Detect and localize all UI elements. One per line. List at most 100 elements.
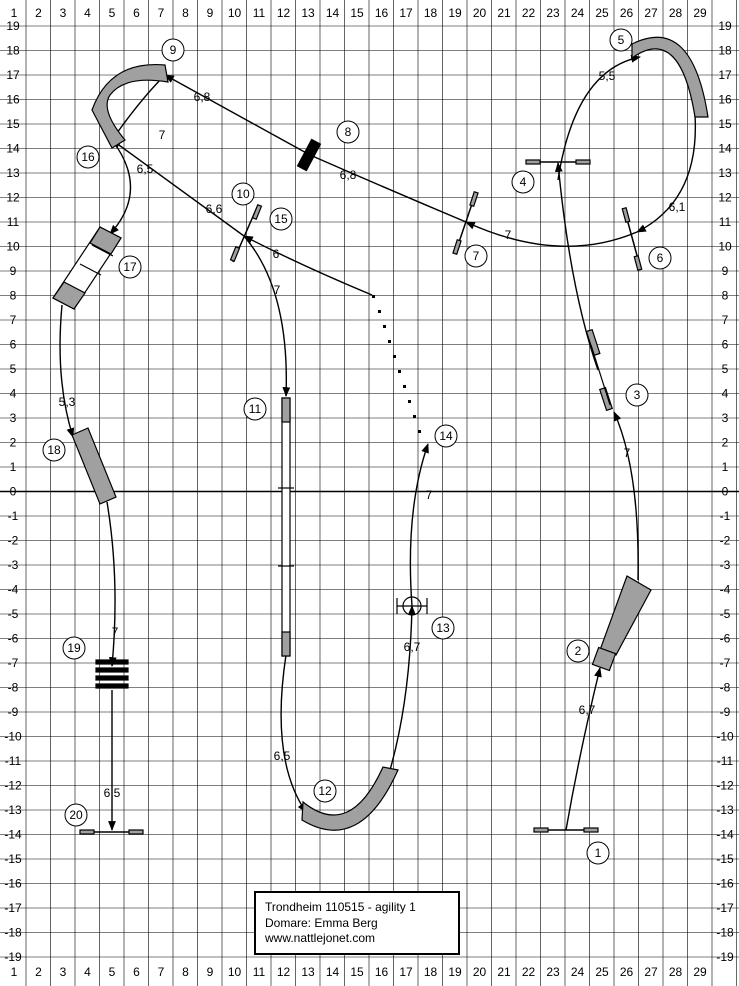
path-16-10 <box>111 139 245 237</box>
obstacle-number-16: 16 <box>76 145 100 169</box>
x-axis-label-bottom: 3 <box>60 965 67 979</box>
path-3-4 <box>554 162 599 371</box>
y-axis-label-left: -10 <box>4 730 22 744</box>
obstacle-number-15: 15 <box>269 207 293 231</box>
x-axis-label-top: 7 <box>158 6 165 20</box>
x-axis-label-top: 8 <box>182 6 189 20</box>
obstacle-number-14: 14 <box>434 424 458 448</box>
path-11-12 <box>280 654 307 813</box>
y-axis-label-left: 11 <box>7 215 20 229</box>
grid-labels: 1122334455667788991010111112121313141415… <box>4 6 734 979</box>
x-axis-label-top: 18 <box>424 6 438 20</box>
svg-text:11: 11 <box>249 402 262 416</box>
svg-text:14: 14 <box>439 429 453 443</box>
svg-text:17: 17 <box>123 260 137 274</box>
distance-labels: 6,7 7 5,5 6,1 7 6,8 6,8 6,6 7 6,5 6,5 6,… <box>59 69 686 800</box>
y-axis-label-right: -5 <box>720 607 731 621</box>
y-axis-label-right: 1 <box>722 460 729 474</box>
y-axis-label-left: 15 <box>6 117 20 131</box>
y-axis-label-right: -18 <box>716 926 734 940</box>
y-axis-label-right: 19 <box>718 19 732 33</box>
obstacle-number-17: 17 <box>118 255 142 279</box>
x-axis-label-bottom: 27 <box>644 965 658 979</box>
distance-label: 6,8 <box>194 90 211 104</box>
y-axis-label-left: 13 <box>6 166 20 180</box>
y-axis-label-left: -12 <box>4 779 22 793</box>
y-axis-label-left: 16 <box>6 93 20 107</box>
x-axis-label-top: 24 <box>571 6 585 20</box>
svg-text:9: 9 <box>170 43 177 57</box>
tunnel-9-16 <box>91 63 169 149</box>
obstacle-number-8: 8 <box>336 120 360 144</box>
path-13-14 <box>409 443 429 607</box>
y-axis-label-left: -3 <box>8 558 19 572</box>
path-1-2 <box>565 667 602 831</box>
y-axis-label-left: 1 <box>10 460 17 474</box>
x-axis-label-top: 21 <box>497 6 511 20</box>
x-axis-label-top: 1 <box>11 6 18 20</box>
distance-label: 7 <box>274 283 281 297</box>
obstacle-number-1: 1 <box>586 841 610 865</box>
y-axis-label-left: -17 <box>4 901 22 915</box>
obstacle-number-6: 6 <box>648 246 672 270</box>
y-axis-label-right: -9 <box>720 705 731 719</box>
x-axis-label-top: 10 <box>228 6 242 20</box>
x-axis-label-top: 9 <box>207 6 214 20</box>
y-axis-label-left: -8 <box>8 681 19 695</box>
distance-label: 6,5 <box>274 749 291 763</box>
y-axis-label-right: -4 <box>720 583 731 597</box>
y-axis-label-left: -11 <box>5 754 22 768</box>
jump-17 <box>52 226 122 310</box>
x-axis-label-bottom: 19 <box>448 965 462 979</box>
x-axis-label-top: 28 <box>669 6 683 20</box>
x-axis-label-bottom: 10 <box>228 965 242 979</box>
svg-text:4: 4 <box>520 175 527 189</box>
jump-7 <box>452 190 479 256</box>
distance-label: 7 <box>505 228 512 242</box>
y-axis-label-right: -16 <box>716 877 734 891</box>
y-axis-label-right: 17 <box>718 68 732 82</box>
y-axis-label-left: -7 <box>8 656 19 670</box>
y-axis-label-left: -4 <box>8 583 19 597</box>
x-axis-label-top: 17 <box>399 6 413 20</box>
jump-20 <box>79 829 144 835</box>
y-axis-label-right: -11 <box>717 754 734 768</box>
x-axis-label-top: 11 <box>253 6 266 20</box>
tire-13 <box>396 596 428 616</box>
distance-label: 6,5 <box>137 162 154 176</box>
y-axis-label-left: 0 <box>10 485 17 499</box>
y-axis-label-left: -18 <box>4 926 22 940</box>
y-axis-label-right: 4 <box>722 387 729 401</box>
x-axis-label-bottom: 8 <box>182 965 189 979</box>
distance-label: 6,7 <box>404 640 421 654</box>
distance-label: 6,1 <box>669 200 686 214</box>
y-axis-label-right: 8 <box>722 289 729 303</box>
y-axis-label-right: -10 <box>716 730 734 744</box>
info-event: Trondheim 110515 - agility 1 <box>265 900 416 914</box>
y-axis-label-right: 0 <box>722 485 729 499</box>
distance-label: 6,7 <box>579 703 596 717</box>
x-axis-label-bottom: 11 <box>253 965 266 979</box>
x-axis-label-top: 15 <box>350 6 364 20</box>
x-axis-label-top: 5 <box>109 6 116 20</box>
jump-10-15 <box>229 203 263 263</box>
x-axis-label-top: 26 <box>620 6 634 20</box>
x-axis-label-top: 19 <box>448 6 462 20</box>
path-15-16 <box>243 235 373 296</box>
y-axis-label-left: -13 <box>4 803 22 817</box>
obstacle-number-13: 13 <box>431 616 455 640</box>
path-17-18 <box>59 304 75 438</box>
y-axis-label-left: 9 <box>10 264 17 278</box>
x-axis-label-bottom: 12 <box>277 965 291 979</box>
distance-label: 7 <box>624 446 631 460</box>
y-axis-label-right: -15 <box>716 852 734 866</box>
svg-text:10: 10 <box>236 187 250 201</box>
svg-text:1: 1 <box>595 846 602 860</box>
distance-label: 6 <box>273 247 280 261</box>
y-axis-label-left: 19 <box>6 19 20 33</box>
y-axis-label-left: 2 <box>10 436 17 450</box>
x-axis-label-bottom: 17 <box>399 965 413 979</box>
tunnel-18 <box>71 427 117 505</box>
x-axis-label-top: 16 <box>375 6 389 20</box>
